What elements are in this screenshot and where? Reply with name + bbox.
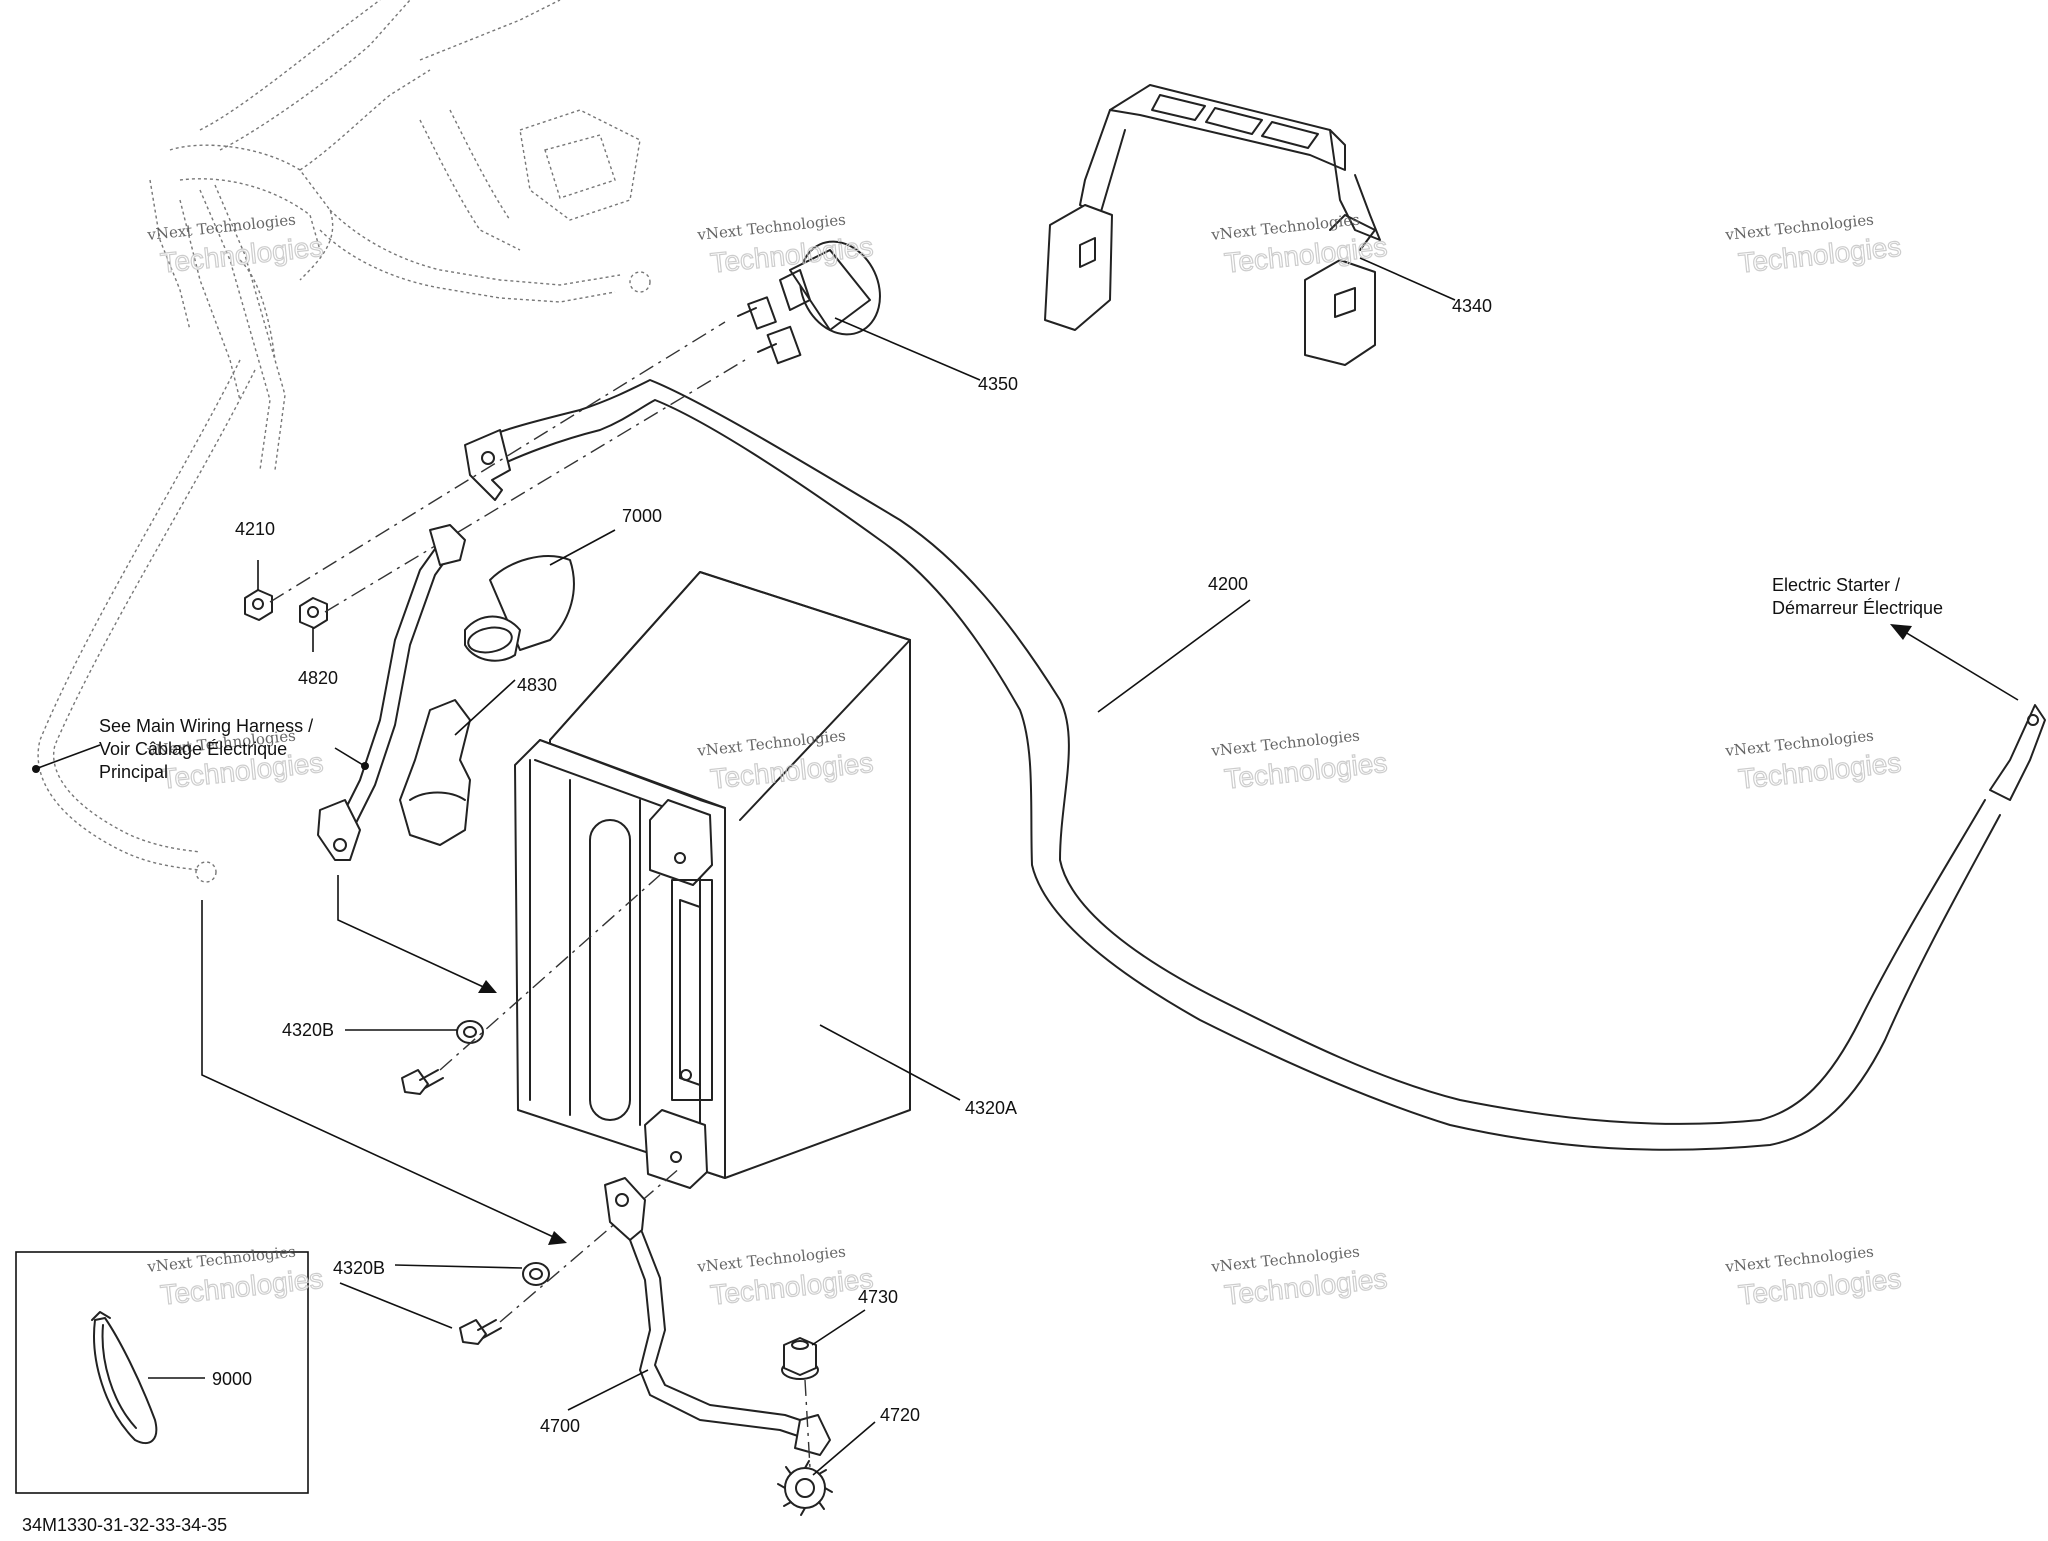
note-electric-starter-line2: Démarreur Électrique <box>1772 598 1943 618</box>
callout-4200: 4200 <box>1208 574 1248 594</box>
note-electric-starter-line1: Electric Starter / <box>1772 575 1900 595</box>
note-main-harness: See Main Wiring Harness / Voir Câblage É… <box>99 716 313 782</box>
callout-9000: 9000 <box>212 1369 252 1389</box>
callout-4700: 4700 <box>540 1416 580 1436</box>
note-main-harness-line3: Principal <box>99 762 168 782</box>
bolt-4320B-bottom <box>459 1319 502 1345</box>
callout-4320B-bottom: 4320B <box>333 1258 385 1278</box>
ground-lead-harness <box>317 524 466 861</box>
callout-labels: 4340 4350 4210 7000 4820 4830 4200 4320B… <box>212 296 1492 1436</box>
note-main-harness-line2: Voir Câblage Électrique <box>99 739 287 759</box>
callout-4340: 4340 <box>1452 296 1492 316</box>
battery-4320A <box>514 571 911 1189</box>
leader-lines <box>32 257 2019 1476</box>
nut-4820 <box>299 597 328 629</box>
callout-4820: 4820 <box>298 668 338 688</box>
callout-4350: 4350 <box>978 374 1018 394</box>
washer-4320B-bottom <box>522 1262 550 1286</box>
callout-7000: 7000 <box>622 506 662 526</box>
callout-4730: 4730 <box>858 1287 898 1307</box>
washer-4320B-top <box>456 1020 484 1044</box>
callout-4830: 4830 <box>517 675 557 695</box>
terminal-boot-7000 <box>464 555 575 662</box>
star-washer-4720 <box>777 1460 833 1516</box>
callout-4320A: 4320A <box>965 1098 1017 1118</box>
ground-cable-4700 <box>604 1177 831 1456</box>
callout-4210: 4210 <box>235 519 275 539</box>
drawing-number: 34M1330-31-32-33-34-35 <box>22 1515 227 1535</box>
terminal-cover-4830 <box>399 699 471 846</box>
note-electric-starter: Electric Starter / Démarreur Électrique <box>1772 575 1943 618</box>
callout-4720: 4720 <box>880 1405 920 1425</box>
note-main-harness-line1: See Main Wiring Harness / <box>99 716 313 736</box>
cable-clip-9000 <box>91 1311 158 1445</box>
nut-4210 <box>244 589 273 621</box>
battery-strap-4340 <box>1044 84 1381 366</box>
starter-solenoid-4350 <box>737 240 881 365</box>
starter-cable-4200 <box>464 379 2046 1151</box>
inset-detail-box <box>15 1251 309 1494</box>
callout-4320B-top: 4320B <box>282 1020 334 1040</box>
bolt-4320B-top <box>401 1069 444 1095</box>
flange-nut-4730 <box>781 1337 819 1380</box>
main-wiring-harness-ghost <box>37 0 651 883</box>
